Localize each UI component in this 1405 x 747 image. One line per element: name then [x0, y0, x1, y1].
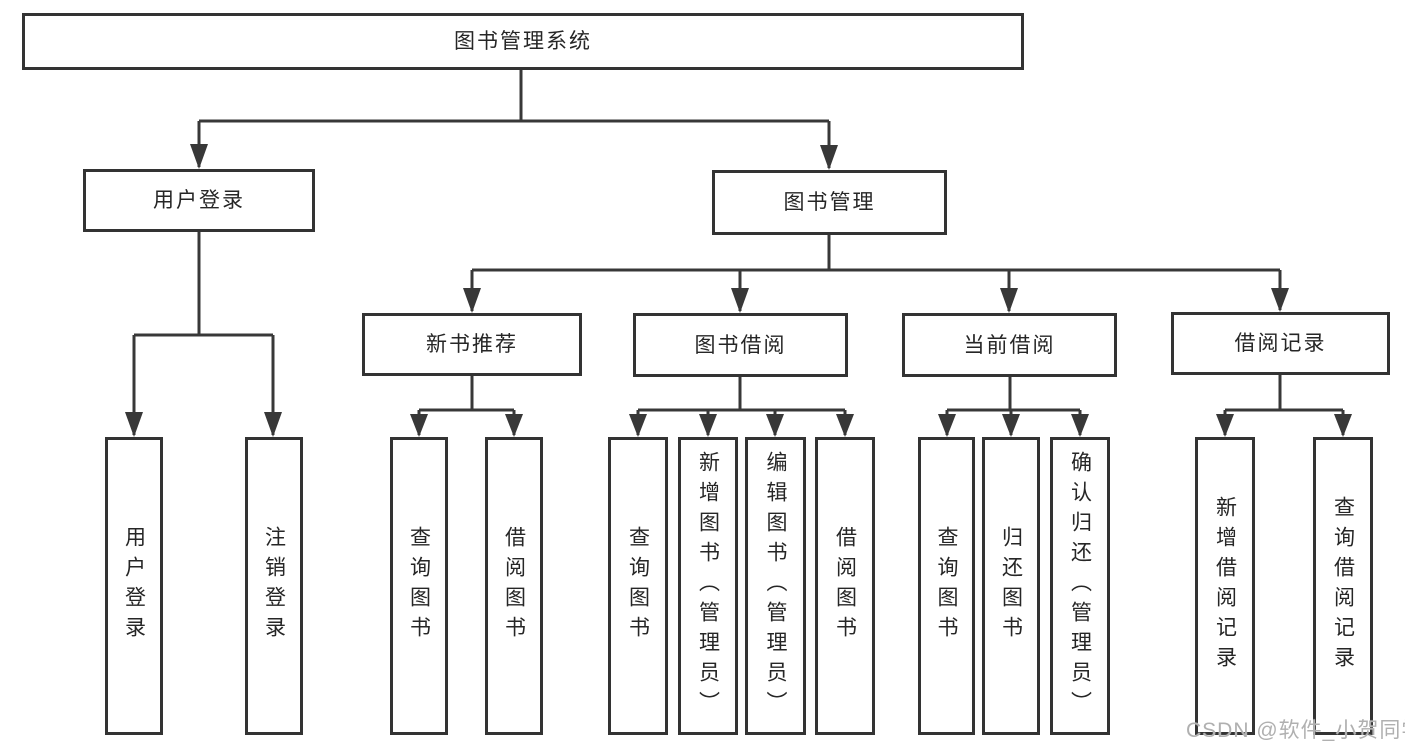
node-root-label: 图书管理系统: [454, 30, 592, 53]
leaf-user-login: 用户登录: [105, 437, 163, 735]
leaf-confirm-return-admin: 确认归还（管理员）: [1050, 437, 1110, 735]
leaf-edit-books-admin: 编辑图书（管理员）: [745, 437, 806, 735]
leaf-add-borrow-record-label: 新增借阅记录: [1213, 496, 1237, 676]
leaf-query-books-current: 查询图书: [918, 437, 975, 735]
leaf-logout-login-label: 注销登录: [262, 526, 286, 646]
node-user-login-label: 用户登录: [153, 189, 245, 212]
node-current-borrow-label: 当前借阅: [963, 333, 1056, 357]
leaf-query-books-borrow-label: 查询图书: [626, 526, 650, 646]
node-root-library-system: 图书管理系统: [22, 13, 1024, 70]
node-borrow-records-label: 借阅记录: [1234, 332, 1327, 355]
leaf-query-books-borrow: 查询图书: [608, 437, 668, 735]
leaf-borrow-books-recommend: 借阅图书: [485, 437, 543, 735]
leaf-borrow-books-recommend-label: 借阅图书: [502, 526, 526, 646]
arrowheads: [125, 144, 1352, 437]
leaf-user-login-label: 用户登录: [122, 526, 146, 646]
leaf-query-books-recommend-label: 查询图书: [407, 526, 431, 646]
node-current-borrow: 当前借阅: [902, 313, 1117, 377]
leaf-borrow-books: 借阅图书: [815, 437, 875, 735]
leaf-add-books-admin: 新增图书（管理员）: [678, 437, 738, 735]
leaf-return-books: 归还图书: [982, 437, 1040, 735]
node-user-login: 用户登录: [83, 169, 315, 232]
leaf-query-borrow-record-label: 查询借阅记录: [1331, 496, 1355, 676]
leaf-add-borrow-record: 新增借阅记录: [1195, 437, 1255, 735]
leaf-query-borrow-record: 查询借阅记录: [1313, 437, 1373, 735]
leaf-borrow-books-label: 借阅图书: [833, 526, 857, 646]
node-book-management: 图书管理: [712, 170, 947, 235]
watermark: CSDN @软件_小贺同学: [1186, 719, 1405, 742]
node-borrow-records: 借阅记录: [1171, 312, 1390, 375]
node-book-borrow-label: 图书借阅: [694, 333, 787, 357]
leaf-confirm-return-admin-label: 确认归还（管理员）: [1068, 451, 1092, 721]
node-book-borrow: 图书借阅: [633, 313, 848, 377]
node-new-book-recommend-label: 新书推荐: [426, 333, 518, 356]
leaf-add-books-admin-label: 新增图书（管理员）: [696, 451, 720, 721]
leaf-return-books-label: 归还图书: [999, 526, 1023, 646]
leaf-query-books-recommend: 查询图书: [390, 437, 448, 735]
node-new-book-recommend: 新书推荐: [362, 313, 582, 376]
node-book-management-label: 图书管理: [783, 191, 876, 214]
leaf-logout-login: 注销登录: [245, 437, 303, 735]
leaf-query-books-current-label: 查询图书: [935, 526, 958, 646]
leaf-edit-books-admin-label: 编辑图书（管理员）: [764, 451, 787, 721]
